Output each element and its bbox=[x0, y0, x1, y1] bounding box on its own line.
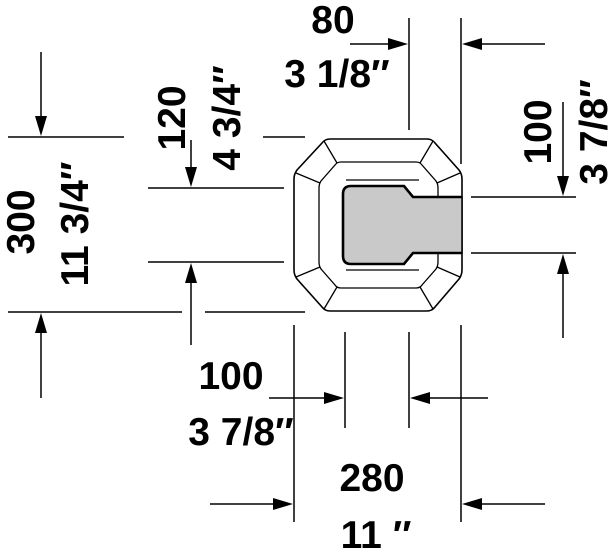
arrowhead bbox=[462, 38, 482, 50]
label-100-right-mm: 100 bbox=[517, 99, 560, 164]
arrowhead bbox=[185, 263, 197, 283]
bevel-line bbox=[323, 140, 338, 164]
bevel-line bbox=[436, 172, 461, 184]
arrowhead bbox=[273, 498, 293, 510]
bevel-line bbox=[419, 140, 434, 164]
bevel-line bbox=[323, 286, 338, 310]
label-100-bottom-mm: 100 bbox=[198, 355, 263, 398]
dimension-80 bbox=[350, 38, 545, 50]
arrowhead bbox=[557, 176, 569, 196]
arrowhead bbox=[557, 254, 569, 274]
arrowhead bbox=[324, 392, 344, 404]
dimension-100-bottom bbox=[269, 392, 488, 404]
bevel-line bbox=[419, 286, 434, 310]
label-120-mm: 120 bbox=[151, 85, 194, 150]
dimension-300 bbox=[35, 52, 47, 398]
arrowhead bbox=[462, 498, 482, 510]
label-280-mm: 280 bbox=[339, 457, 404, 500]
arrowhead bbox=[185, 167, 197, 187]
dimension-280 bbox=[210, 498, 545, 510]
label-80-mm: 80 bbox=[311, 0, 354, 42]
arrowhead bbox=[35, 116, 47, 136]
label-80-in: 3 1/8″ bbox=[284, 53, 389, 96]
bevel-line bbox=[295, 266, 321, 278]
label-280-in: 11 ″ bbox=[341, 514, 412, 555]
label-300-in: 11 3/4″ bbox=[54, 162, 97, 287]
fitting-body bbox=[293, 138, 463, 312]
arrowhead bbox=[410, 392, 430, 404]
label-300-mm: 300 bbox=[0, 189, 43, 254]
arrowhead bbox=[35, 313, 47, 333]
bevel-line bbox=[295, 172, 321, 184]
extension-lines bbox=[8, 18, 576, 522]
bevel-line bbox=[436, 266, 461, 278]
label-100-right-in: 3 7/8″ bbox=[573, 79, 614, 184]
handle-bar-edge bbox=[341, 184, 462, 266]
label-100-bottom-in: 3 7/8″ bbox=[188, 411, 293, 454]
label-120-in: 4 3/4″ bbox=[206, 65, 249, 170]
dimension-100-right bbox=[557, 102, 569, 338]
arrowhead bbox=[388, 38, 408, 50]
dimension-120 bbox=[185, 140, 197, 345]
